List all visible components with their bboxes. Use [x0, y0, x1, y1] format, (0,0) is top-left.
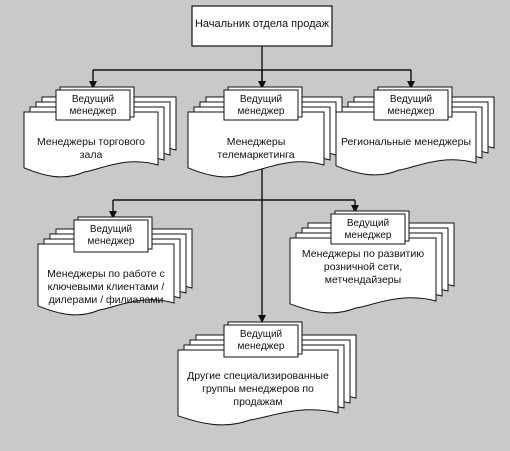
team-box-retail-network — [289, 237, 437, 314]
lead-box-key-clients — [73, 219, 149, 253]
lead-manager-label-specialized: Ведущий менеджер — [237, 329, 285, 352]
lead-manager-label-retail-network: Ведущий менеджер — [344, 218, 392, 241]
team-label-regional: Региональные менеджеры — [340, 136, 472, 148]
head-box — [191, 5, 333, 47]
team-label-telemarketing: Менеджеры телемаркетинга — [217, 136, 295, 161]
team-box-regional — [335, 111, 477, 176]
lead-manager-label-regional: Ведущий менеджер — [387, 94, 435, 117]
lead-box-regional — [373, 89, 449, 121]
lead-manager-label-trade-floor: Ведущий менеджер — [69, 94, 117, 117]
team-label-key-clients: Менеджеры по работе с ключевыми клиентам… — [47, 268, 165, 306]
head-label: Начальник отдела продаж — [194, 18, 330, 30]
unit-telemarketing — [187, 86, 343, 178]
team-box-trade-floor — [23, 111, 159, 178]
unit-regional — [335, 86, 495, 176]
lead-box-specialized — [223, 324, 299, 358]
shapes — [23, 5, 495, 426]
unit-trade-floor — [23, 86, 177, 178]
unit-retail-network — [289, 210, 455, 314]
team-label-specialized: Другие специализированные группы менедже… — [187, 370, 329, 408]
unit-specialized — [177, 321, 357, 426]
team-box-key-clients — [37, 243, 175, 316]
lead-manager-label-key-clients: Ведущий менеджер — [87, 224, 135, 247]
team-box-specialized — [177, 349, 339, 426]
lead-box-telemarketing — [223, 89, 299, 121]
team-label-retail-network: Менеджеры по развитию розничной сети, ме… — [301, 248, 425, 286]
team-box-telemarketing — [187, 111, 325, 178]
lead-manager-label-telemarketing: Ведущий менеджер — [237, 94, 285, 117]
lead-box-retail-network — [330, 213, 406, 245]
unit-key-clients — [37, 216, 193, 316]
team-label-trade-floor: Менеджеры торгового зала — [37, 136, 145, 161]
lead-box-trade-floor — [55, 89, 131, 121]
